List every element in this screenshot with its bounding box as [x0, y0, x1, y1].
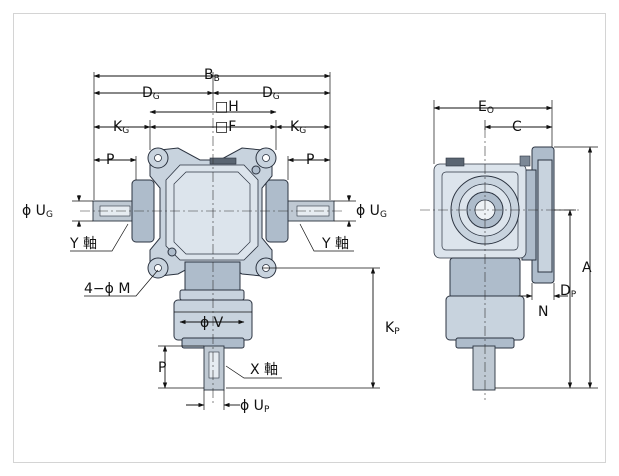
- label-ug-right: ϕ UG: [356, 203, 387, 220]
- label-up: ϕ UP: [240, 398, 270, 415]
- label-y-left: Y 軸: [69, 236, 97, 252]
- label-v: ϕ V: [200, 315, 224, 331]
- label-kg-right: KG: [290, 119, 306, 136]
- mount-hole: [262, 154, 270, 162]
- label-x: X 軸: [250, 362, 278, 378]
- label-eo: EO: [478, 99, 494, 116]
- front-view: [80, 100, 345, 405]
- side-x-shaft: [472, 345, 496, 391]
- label-p-left: P: [106, 152, 114, 168]
- label-y-right: Y 軸: [321, 236, 349, 252]
- mount-hole: [154, 264, 162, 272]
- label-kp: KP: [385, 320, 400, 337]
- labels: BB DG DG □H □F KG KG P P ϕ UG ϕ UG Y 軸 Y…: [22, 67, 592, 415]
- label-p-bottom: P: [158, 360, 166, 376]
- front-housing: [165, 164, 259, 261]
- label-bb: BB: [204, 67, 220, 84]
- label-m: 4−ϕ M: [84, 281, 130, 297]
- mount-hole: [154, 154, 162, 162]
- label-a: A: [582, 260, 592, 276]
- dimension-lines: [70, 72, 598, 410]
- nameplate: [209, 157, 237, 165]
- label-dp: DP: [560, 283, 577, 300]
- label-n: N: [538, 304, 548, 320]
- label-dg-left: DG: [142, 85, 160, 102]
- side-view: [420, 128, 580, 400]
- label-kg-left: KG: [113, 119, 129, 136]
- label-h: □H: [215, 99, 239, 115]
- label-c: C: [512, 119, 522, 135]
- label-dg-right: DG: [262, 85, 280, 102]
- label-f: □F: [215, 119, 236, 135]
- label-p-right: P: [306, 152, 314, 168]
- label-ug-left: ϕ UG: [22, 203, 53, 220]
- drawing-frame: [13, 13, 606, 463]
